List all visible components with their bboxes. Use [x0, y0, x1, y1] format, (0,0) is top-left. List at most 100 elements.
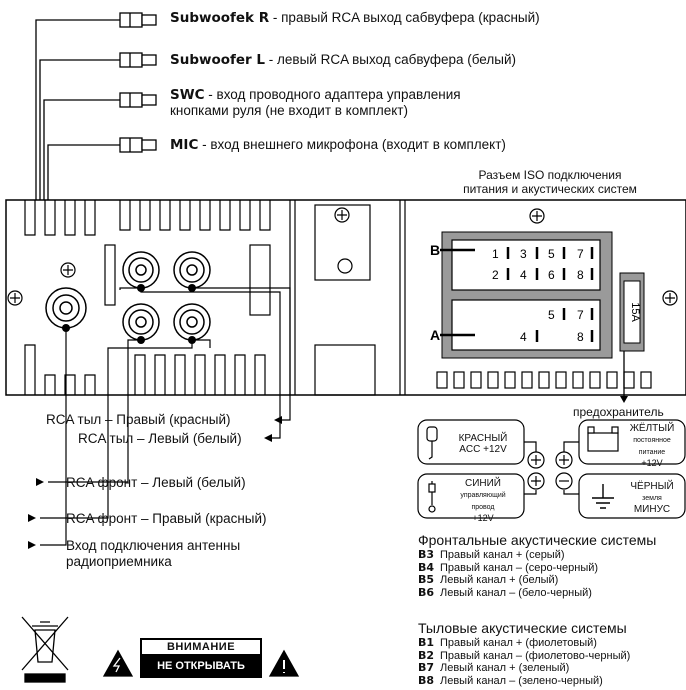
rca-plug-icon-2	[119, 52, 157, 68]
ground-icon	[592, 484, 614, 509]
rca-rear-left-label: RCA тыл – Левый (белый)	[78, 431, 242, 446]
antenna-label-line2: радиоприемника	[66, 554, 172, 569]
rca-front-right-label: RCA фронт – Правый (красный)	[66, 511, 267, 526]
rear-speakers-title: Тыловые акустические системы	[418, 620, 627, 636]
power-boxes	[417, 419, 686, 519]
antenna-label-line1: Вход подключения антенны	[66, 538, 241, 553]
battery-icon	[587, 426, 619, 452]
recycle-bin-icon	[21, 616, 69, 683]
exclamation-warning-icon	[268, 649, 300, 677]
warning-subtitle: НЕ ОТКРЫВАТЬ	[142, 656, 260, 676]
iso-bottom-slots	[436, 371, 652, 389]
iso-pin-b4: 4	[520, 268, 527, 282]
rca-rear-right-label: RCA тыл – Правый (красный)	[46, 412, 231, 427]
black-wire-sub2: МИНУС	[633, 504, 671, 515]
rca-jacks	[45, 251, 211, 341]
iso-block-b-label: B	[430, 242, 440, 258]
subwoofer-l-code: Subwoofer L	[170, 52, 266, 68]
mic-code: MIC	[170, 137, 199, 153]
blue-wire-title: СИНИЙ	[464, 478, 501, 489]
minus-symbol-icon	[555, 472, 573, 490]
iso-pin-labels: 1 3 5 7 2 4 6 8 5 7 4 8	[492, 247, 584, 344]
iso-pin-marks	[440, 247, 594, 342]
warning-box: ВНИМАНИЕ НЕ ОТКРЫВАТЬ	[140, 638, 262, 678]
plus-symbol-icon	[527, 472, 545, 490]
lightning-warning-icon	[102, 649, 134, 677]
yellow-wire-sub3: +12V	[641, 458, 663, 468]
subwoofer-r-code: Subwoofek R	[170, 10, 270, 26]
arrow-icons	[28, 416, 282, 549]
rca-jack-front-right	[173, 303, 211, 341]
rca-plug-icon-3	[119, 92, 157, 108]
swc-desc: - вход проводного адаптера управления	[204, 87, 461, 102]
black-wire-sub1: земля	[642, 495, 662, 502]
subwoofer-r-label: Subwoofek R - правый RCA выход сабвуфера…	[170, 10, 540, 26]
iso-pin-a7: 7	[577, 308, 584, 322]
front-speakers-title: Фронтальные акустические системы	[418, 532, 657, 548]
iso-pin-b7: 7	[577, 247, 584, 261]
screw-icon	[7, 290, 23, 306]
screw-icons	[7, 207, 678, 306]
screw-icon	[529, 208, 545, 224]
iso-block-a	[451, 299, 601, 351]
iso-pin-b3: 3	[520, 247, 527, 261]
power-connectors	[524, 441, 579, 495]
screw-icon	[60, 262, 76, 278]
iso-pin-b2: 2	[492, 268, 499, 282]
mic-desc: - вход внешнего микрофона (входит в комп…	[198, 137, 506, 152]
iso-pin-b6: 6	[548, 268, 555, 282]
fuse-label: предохранитель	[573, 405, 664, 419]
iso-pin-a5: 5	[548, 308, 555, 322]
iso-block-a-label: A	[430, 327, 440, 343]
fuse-rating: 15A	[629, 302, 641, 322]
rca-plug-icons	[119, 12, 157, 153]
blue-wire-sub1: управляющий	[460, 492, 506, 499]
rca-plug-icon-1	[119, 12, 157, 28]
red-wire-title: КРАСНЫЙ	[458, 433, 508, 444]
rca-jack-rear-right	[122, 251, 160, 289]
iso-pin-b8: 8	[577, 268, 584, 282]
top-cables	[35, 19, 130, 200]
mic-label: MIC - вход внешнего микрофона (входит в …	[170, 137, 506, 153]
rca-jack-rear-left	[173, 251, 211, 289]
rca-plug-icon-4	[119, 137, 157, 153]
blue-wire-sub3: +12V	[472, 513, 494, 523]
remote-wire-icon	[428, 481, 436, 513]
fuse-body	[623, 280, 641, 344]
black-wire-title: ЧЁРНЫЙ	[630, 481, 674, 492]
key-icon	[426, 426, 438, 460]
panel-slots	[24, 200, 376, 396]
swc-desc2: кнопками руля (не входит в комплект)	[170, 103, 408, 118]
screw-icon	[334, 207, 350, 223]
leader-lines	[40, 288, 290, 546]
fuse-arrow-icon	[620, 396, 628, 403]
iso-title-line2: питания и акустических систем	[463, 182, 637, 196]
iso-pin-a4: 4	[520, 330, 527, 344]
rca-jack-front-left	[122, 303, 160, 341]
blue-wire-sub2: провод	[471, 504, 495, 511]
subwoofer-l-label: Subwoofer L - левый RCA выход сабвуфера …	[170, 52, 516, 68]
plus-symbol-icon	[555, 451, 573, 469]
blue-wire-text: СИНИЙ управляющий провод +12V	[445, 478, 521, 524]
iso-title-line1: Разъем ISO подключения	[478, 168, 622, 182]
swc-label: SWC - вход проводного адаптера управлени…	[170, 87, 461, 119]
black-wire-box	[578, 473, 686, 519]
iso-pin-b5: 5	[548, 247, 555, 261]
warning-title: ВНИМАНИЕ	[142, 640, 260, 656]
iso-pin-b1: 1	[492, 247, 499, 261]
subwoofer-r-desc: - правый RCA выход сабвуфера (красный)	[269, 10, 540, 25]
blue-wire-box	[417, 473, 525, 519]
